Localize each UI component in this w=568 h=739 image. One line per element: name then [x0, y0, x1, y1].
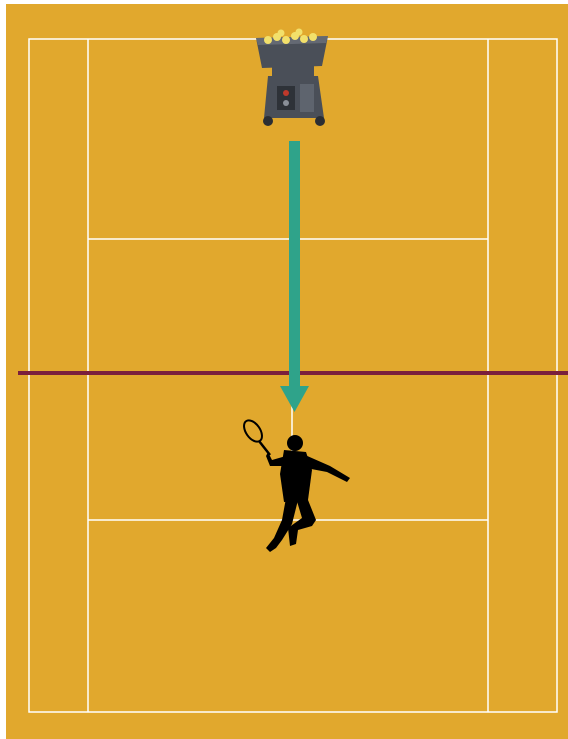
machine-dial	[283, 90, 289, 96]
machine-neck	[272, 66, 314, 76]
machine-wheel	[263, 116, 273, 126]
ball	[300, 35, 308, 43]
player-head	[287, 435, 303, 451]
arrow-shaft	[289, 141, 300, 386]
machine-wheel	[315, 116, 325, 126]
ball	[278, 30, 285, 37]
machine-panel	[277, 86, 295, 110]
machine-dial	[283, 100, 289, 106]
ball	[309, 33, 317, 41]
ball	[282, 36, 290, 44]
ball	[296, 29, 303, 36]
ball	[264, 36, 272, 44]
machine-highlight	[300, 84, 314, 112]
